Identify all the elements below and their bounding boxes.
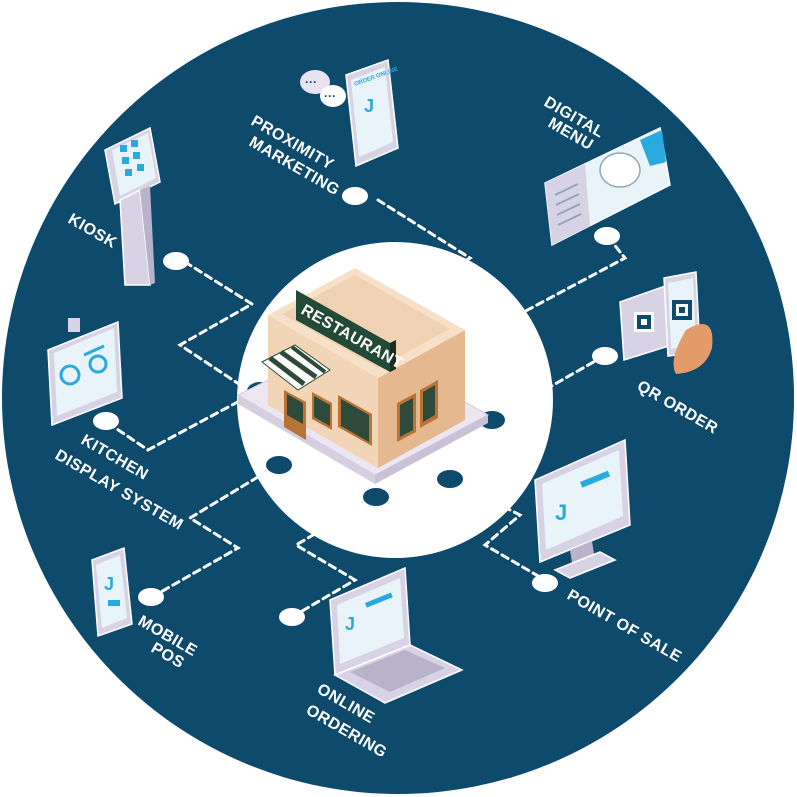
node-dots	[93, 187, 620, 626]
center-dot-bottom-right	[437, 470, 463, 488]
dot-kitchen	[93, 412, 119, 430]
center-dot-bottom	[363, 488, 389, 506]
dot-proximity	[342, 187, 368, 205]
monitor-icon: J	[534, 438, 631, 579]
dot-kiosk	[163, 252, 189, 270]
awning	[261, 344, 331, 391]
svg-text:J: J	[345, 614, 355, 634]
dot-online	[279, 608, 305, 626]
svg-text:···: ···	[324, 89, 336, 103]
svg-text:J: J	[104, 574, 114, 594]
restaurant-building-icon: RESTAURANT	[236, 268, 490, 484]
kiosk-icon	[104, 126, 161, 286]
svg-text:J: J	[364, 96, 374, 116]
svg-text:···: ···	[305, 75, 317, 89]
phone-chat-icon: ··· ··· ORDER ONLINE J	[300, 58, 399, 168]
dot-digital-menu	[594, 227, 620, 245]
connector-kitchen	[106, 388, 262, 452]
connector-mobile-pos	[150, 464, 278, 599]
qr-phone-icon	[619, 271, 713, 374]
dot-pos	[532, 574, 558, 592]
laptop-icon: J	[329, 566, 464, 704]
kitchen-display-icon	[47, 318, 123, 427]
center-dot-bottom-left	[266, 456, 292, 474]
dot-qr	[592, 347, 618, 365]
connector-kiosk	[177, 260, 255, 392]
menu-board-icon	[544, 126, 671, 247]
svg-text:J: J	[555, 500, 567, 525]
mobile-phone-icon: J	[91, 546, 133, 638]
dot-mobile-pos	[138, 588, 164, 606]
